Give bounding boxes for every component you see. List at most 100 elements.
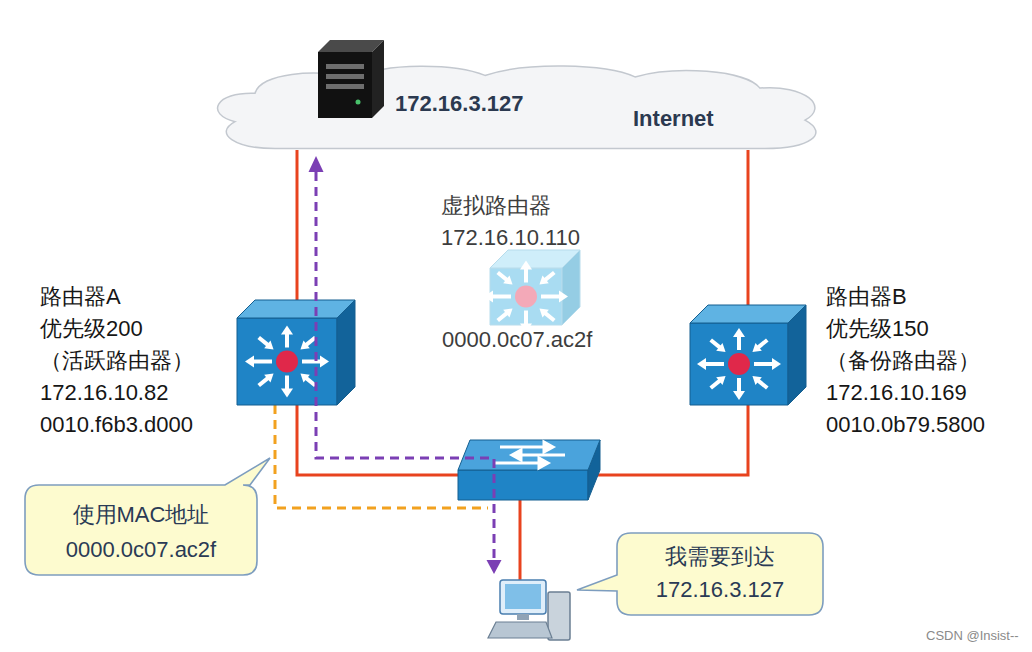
router-side — [788, 305, 806, 405]
router-dot — [515, 286, 537, 308]
node-text: 优先级200 — [40, 315, 143, 343]
arrow-line — [302, 360, 321, 364]
node-text: 172.16.10.169 — [826, 379, 967, 407]
arrow-line — [758, 340, 767, 348]
node-text: 172.16.3.127 — [656, 576, 784, 604]
arrow-head — [697, 358, 706, 370]
server-led — [356, 100, 361, 105]
arrow-head — [503, 309, 512, 318]
server-bay — [326, 64, 364, 69]
node-text: 0000.0c07.ac2f — [442, 326, 592, 354]
switch-arrow — [512, 450, 521, 460]
node-text: 路由器A — [40, 283, 121, 311]
switch-symbol — [458, 440, 600, 500]
arrow-head — [320, 356, 329, 368]
arrow-line — [705, 362, 724, 366]
router-side — [562, 250, 580, 325]
switch-front — [458, 470, 588, 500]
node-text: Internet — [633, 105, 714, 133]
server-front — [318, 52, 372, 118]
router-symbol — [237, 300, 355, 405]
arrow-line — [545, 272, 554, 280]
link-line — [297, 405, 458, 475]
server-bay — [326, 84, 364, 89]
arrow-head — [264, 374, 273, 383]
callout-bubble: 使用MAC地址 0000.0c07.ac2f — [25, 485, 257, 575]
arrow-head — [752, 376, 761, 385]
router-symbol — [484, 250, 580, 333]
router-front — [237, 318, 337, 405]
router-side — [337, 300, 355, 405]
arrow-line — [737, 336, 741, 350]
arrow-line — [545, 313, 554, 321]
node-text: 我需要到达 — [665, 543, 775, 571]
cloud-shape — [218, 40, 816, 149]
arrow-head — [752, 343, 761, 352]
node-text: 172.16.10.110 — [441, 224, 580, 252]
arrow-line — [758, 380, 767, 388]
router-symbol — [690, 305, 806, 405]
pc-keyboard — [488, 622, 552, 638]
arrow-head — [309, 156, 324, 172]
arrow-head — [484, 291, 493, 303]
arrow-line — [498, 272, 507, 280]
arrow-head — [716, 376, 725, 385]
arrow-head — [281, 389, 293, 398]
arrow-head — [559, 291, 568, 303]
pc-stand — [517, 614, 529, 620]
link-line — [519, 500, 522, 581]
node-text: 0010.f6b3.d000 — [40, 411, 193, 439]
node-text: 0000.0c07.ac2f — [66, 536, 216, 564]
watermark: CSDN @Insist-- — [926, 628, 1019, 644]
arrow-line — [498, 313, 507, 321]
server-symbol — [318, 40, 384, 118]
arrow-head — [539, 309, 548, 318]
request-path — [309, 156, 502, 574]
arrow-head — [281, 326, 293, 335]
virtual-router: 虚拟路由器172.16.10.1100000.0c07.ac2f — [490, 250, 580, 325]
switch-arrows — [495, 442, 565, 468]
arrow-line — [711, 340, 720, 348]
callout-bubble — [25, 458, 270, 575]
node-text: （活跃路由器） — [40, 347, 194, 375]
cloud-outline — [218, 66, 816, 148]
arrow-head — [539, 276, 548, 285]
arrow-head — [716, 343, 725, 352]
switch-arrow — [539, 458, 548, 468]
arrow-line — [524, 269, 528, 283]
router-front — [690, 323, 788, 405]
router-dot — [276, 351, 298, 373]
arrow-head — [520, 261, 532, 270]
node-text: 虚拟路由器 — [441, 192, 551, 220]
arrow-line — [285, 376, 289, 390]
callout-bubble — [577, 533, 823, 615]
internet-cloud: 172.16.3.127Internet — [205, 62, 825, 150]
request-line — [316, 172, 494, 564]
arrow-head — [733, 328, 745, 337]
router-top — [690, 305, 806, 323]
switch-arrow — [495, 462, 540, 465]
router-front — [490, 268, 562, 325]
link-line — [296, 150, 299, 300]
router-b-shape — [690, 305, 806, 405]
router-arrows — [484, 261, 568, 333]
arrow-head — [733, 391, 745, 400]
arrow-line — [754, 362, 773, 366]
switch-arrow — [544, 442, 553, 452]
node-text: 优先级150 — [826, 315, 929, 343]
arrow-head — [487, 560, 502, 574]
arrow-line — [253, 360, 272, 364]
node-text: 使用MAC地址 — [73, 501, 210, 529]
router-dot — [728, 353, 750, 375]
arrow-line — [524, 311, 528, 325]
link-line — [747, 150, 750, 305]
router-a: 路由器A优先级200（活跃路由器）172.16.10.820010.f6b3.d… — [237, 300, 355, 405]
arrow-line — [737, 378, 741, 392]
server-side — [372, 40, 384, 118]
pc-symbol — [488, 580, 570, 640]
arrow-head — [264, 341, 273, 350]
arrow-head — [772, 358, 781, 370]
switch-top — [458, 440, 600, 470]
pc-screen — [505, 584, 541, 609]
pc-tower — [548, 592, 570, 640]
